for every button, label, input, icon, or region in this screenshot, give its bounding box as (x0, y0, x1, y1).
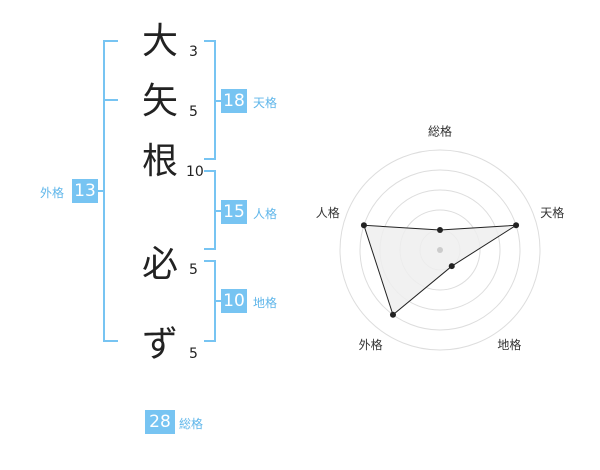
stroke-count-2: 5 (189, 104, 198, 120)
radar-axis-label-3: 地格 (497, 337, 521, 352)
radar-center-dot (437, 247, 443, 253)
soukaku-value-badge: 28 (145, 410, 175, 434)
tenkaku-connector (216, 100, 221, 102)
jinkaku-value-badge: 15 (221, 200, 247, 224)
gaikaku-bracket (103, 40, 118, 342)
name-char-4: 必 (141, 244, 178, 285)
radar-grid-ring-5 (339, 149, 541, 351)
radar-area (363, 224, 517, 316)
stroke-count-1: 3 (189, 44, 198, 60)
gaikaku-connector (98, 190, 103, 192)
gaikaku-label: 外格 (40, 186, 65, 200)
name-char-2: 矢 (141, 81, 178, 122)
soukaku-label: 総格 (179, 417, 204, 431)
radar-point-4 (389, 311, 396, 318)
gaikaku-value-badge: 13 (72, 179, 98, 203)
radar-axis-label-4: 外格 (359, 337, 383, 352)
name-char-3: 根 (141, 141, 178, 182)
name-char-1: 大 (141, 21, 178, 62)
tenkaku-label: 天格 (253, 96, 278, 110)
radar-point-3 (448, 263, 455, 270)
jinkaku-connector (216, 210, 221, 212)
radar-point-5 (360, 222, 367, 229)
chikaku-label: 地格 (253, 296, 278, 310)
name-char-5: ず (141, 324, 178, 365)
radar-axis-label-2: 天格 (540, 205, 564, 220)
chikaku-connector (216, 300, 221, 302)
jinkaku-label: 人格 (253, 207, 278, 221)
stroke-count-4: 5 (189, 262, 198, 278)
stroke-count-3: 10 (186, 164, 204, 180)
stroke-count-5: 5 (189, 346, 198, 362)
radar-axis-label-1: 総格 (428, 124, 452, 139)
radar-grid-ring-4 (359, 169, 521, 331)
tenkaku-bracket (204, 40, 216, 160)
radar-axis-label-5: 人格 (316, 205, 340, 220)
radar-point-2 (513, 222, 520, 229)
chikaku-value-badge: 10 (221, 289, 247, 313)
gaikaku-bracket-notch (103, 99, 118, 101)
chikaku-bracket (204, 260, 216, 342)
radar-point-1 (437, 227, 443, 233)
tenkaku-value-badge: 18 (221, 89, 247, 113)
jinkaku-bracket (204, 170, 216, 250)
